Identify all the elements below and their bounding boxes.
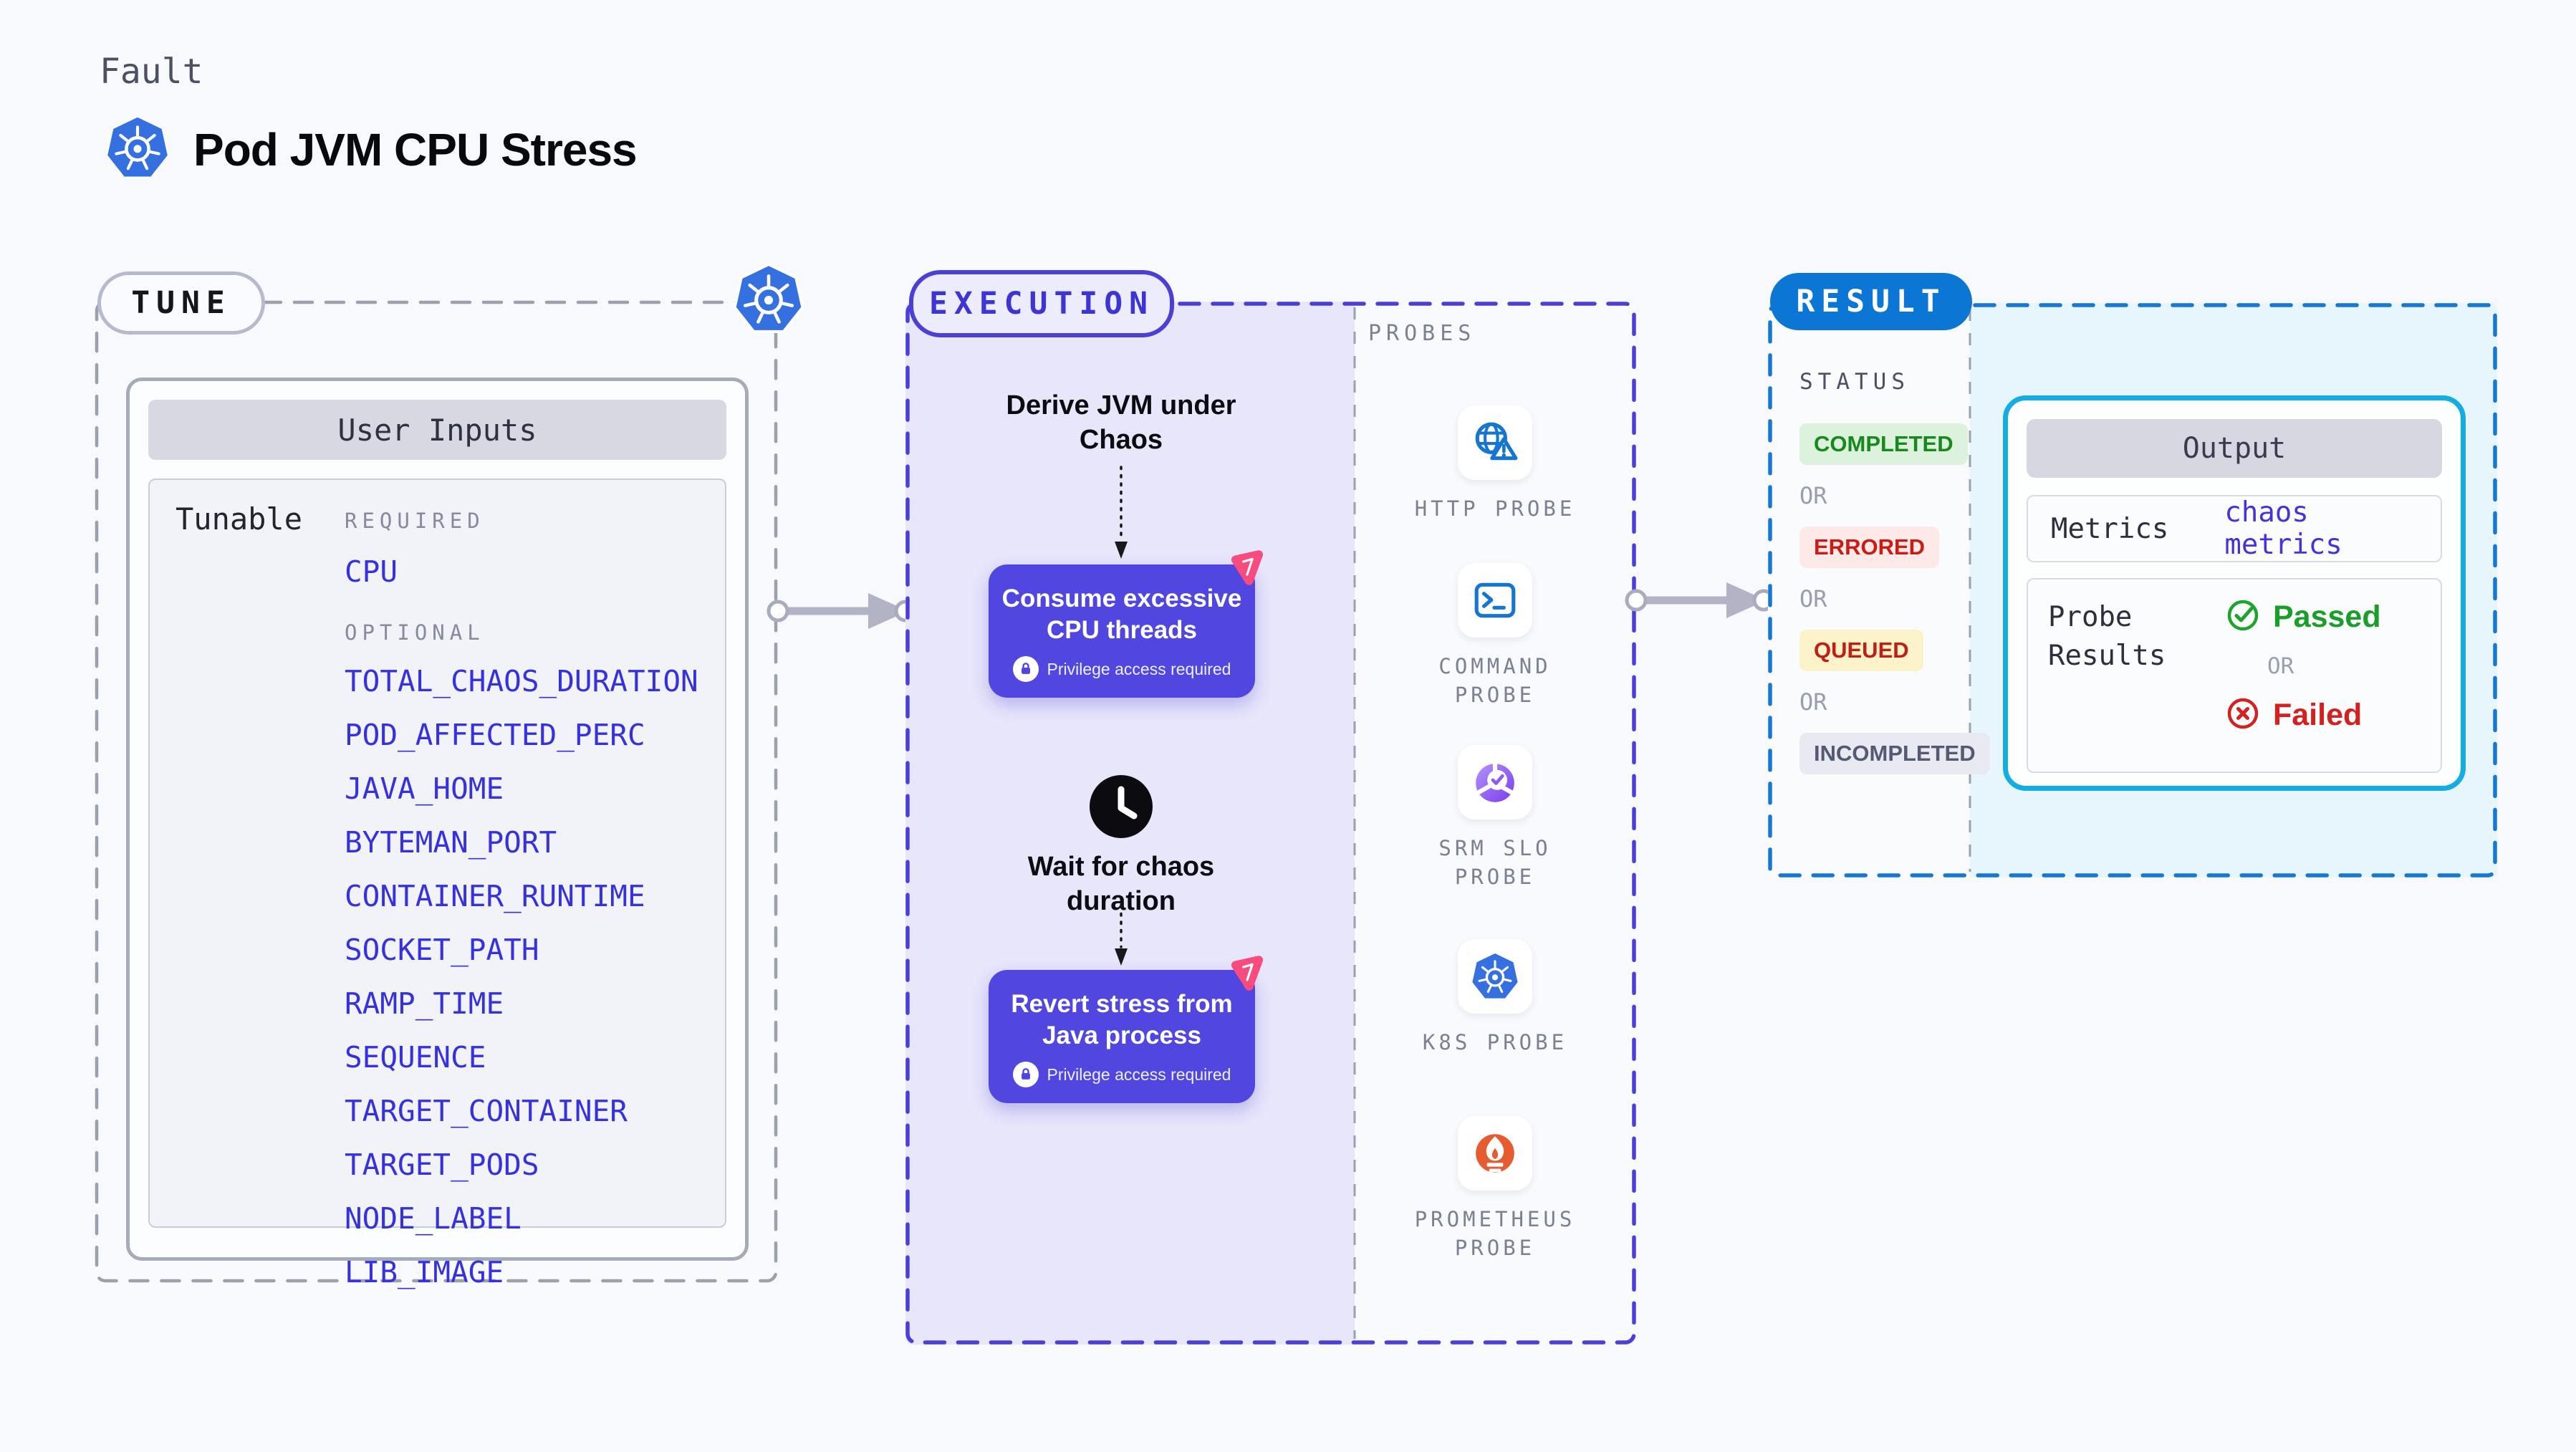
x-circle-icon: [2226, 696, 2260, 734]
metrics-label: Metrics: [2051, 512, 2169, 545]
tunable-item: SOCKET_PATH: [345, 933, 539, 967]
kubernetes-icon: [105, 115, 170, 184]
tunable-item: TOTAL_CHAOS_DURATION: [345, 664, 698, 698]
action-consume-cpu: Consume excessive CPU threads Privilege …: [989, 550, 1264, 698]
required-group-label: REQUIRED: [345, 509, 485, 533]
probe-srm-slo: SRM SLO PROBE: [1388, 745, 1602, 891]
probes-label: PROBES: [1368, 321, 1476, 346]
action-title: Consume excessive CPU threads: [1001, 585, 1242, 644]
tune-badge: TUNE: [97, 271, 265, 335]
tunable-item: CONTAINER_RUNTIME: [345, 879, 645, 913]
arrow-execution-to-result: [1625, 582, 1775, 618]
tunable-item: TARGET_CONTAINER: [345, 1094, 628, 1128]
status-badge-errored: ERRORED: [1799, 527, 1940, 568]
prometheus-flame-icon: [1458, 1116, 1532, 1191]
probe-name: PROMETHEUS PROBE: [1414, 1207, 1576, 1260]
tunable-item: NODE_LABEL: [345, 1201, 522, 1236]
probe-name: SRM SLO PROBE: [1438, 836, 1552, 889]
tunable-item: POD_AFFECTED_PERC: [345, 718, 645, 752]
action-revert-stress: Revert stress from Java process Privileg…: [989, 956, 1264, 1103]
probe-name: K8S PROBE: [1422, 1030, 1568, 1054]
or-label: OR: [1799, 688, 1827, 716]
metrics-value: chaos metrics: [2224, 496, 2342, 561]
arrow-down-icon: [1115, 904, 1128, 966]
passed-label: Passed: [2273, 600, 2381, 634]
or-label: OR: [2267, 653, 2294, 679]
tunable-item: JAVA_HOME: [345, 771, 504, 806]
user-inputs-panel: User Inputs Tunable REQUIRED CPU OPTIONA…: [126, 378, 749, 1289]
litmus-chaos-icon: [1228, 549, 1267, 587]
slo-donut-check-icon: [1458, 745, 1532, 819]
step-wait-duration: Wait for chaos duration: [1027, 852, 1215, 916]
result-badge: RESULT: [1770, 273, 1972, 330]
tunable-item: BYTEMAN_PORT: [345, 825, 557, 860]
tunable-item: TARGET_PODS: [345, 1148, 539, 1182]
page-title-row: Pod JVM CPU Stress: [105, 115, 638, 184]
tunables-list: Tunable REQUIRED CPU OPTIONAL TOTAL_CHAO…: [148, 479, 726, 1289]
status-badge-queued: QUEUED: [1799, 630, 1923, 671]
failed-label: Failed: [2273, 698, 2363, 732]
lock-icon: [1012, 656, 1039, 682]
page-title: Pod JVM CPU Stress: [193, 123, 638, 176]
probe-prometheus: PROMETHEUS PROBE: [1388, 1116, 1602, 1262]
status-badge-incompleted: INCOMPLETED: [1799, 733, 1990, 774]
tunable-item: RAMP_TIME: [345, 986, 504, 1021]
or-label: OR: [1799, 585, 1827, 612]
probe-name: HTTP PROBE: [1414, 496, 1576, 521]
check-circle-icon: [2226, 598, 2260, 636]
kubernetes-icon: [1458, 939, 1532, 1014]
user-inputs-title: User Inputs: [148, 400, 726, 460]
clock-icon: [1087, 772, 1155, 845]
status-badge-completed: COMPLETED: [1799, 423, 1968, 465]
status-column: STATUS COMPLETED OR ERRORED OR QUEUED OR…: [1799, 369, 1990, 774]
probe-results-row: Probe Results Passed OR: [2027, 578, 2442, 773]
output-card: Output Metrics chaos metrics Probe Resul…: [2003, 395, 2466, 791]
probe-name: COMMAND PROBE: [1438, 654, 1552, 707]
step-derive-jvm: Derive JVM under Chaos: [1006, 390, 1236, 455]
lock-icon: [1012, 1062, 1039, 1087]
status-label: STATUS: [1799, 369, 1910, 395]
metrics-row: Metrics chaos metrics: [2027, 495, 2442, 562]
privilege-note: Privilege access required: [1047, 1064, 1231, 1084]
litmus-chaos-icon: [1228, 954, 1267, 993]
action-title: Revert stress from Java process: [1011, 990, 1233, 1049]
terminal-icon: [1458, 563, 1532, 638]
execution-badge: EXECUTION: [909, 270, 1174, 337]
tunable-row-label: Tunable: [176, 501, 303, 537]
kubernetes-icon: [732, 262, 805, 339]
output-title: Output: [2027, 419, 2442, 478]
optional-group-label: OPTIONAL: [345, 620, 485, 645]
arrow-tune-to-execution: [766, 593, 917, 629]
globe-alert-icon: [1458, 405, 1532, 480]
tunable-item: CPU: [345, 554, 398, 589]
probe-command: COMMAND PROBE: [1388, 563, 1602, 709]
probe-http: HTTP PROBE: [1388, 405, 1602, 523]
privilege-note: Privilege access required: [1047, 659, 1231, 678]
tunable-item: SEQUENCE: [345, 1040, 486, 1074]
arrow-down-icon: [1115, 466, 1128, 559]
probe-results-label: Probe Results: [2048, 601, 2166, 672]
probe-k8s: K8S PROBE: [1388, 939, 1602, 1057]
fault-eyebrow: Fault: [100, 52, 203, 92]
tunable-item: LIB_IMAGE: [345, 1255, 504, 1289]
or-label: OR: [1799, 482, 1827, 509]
